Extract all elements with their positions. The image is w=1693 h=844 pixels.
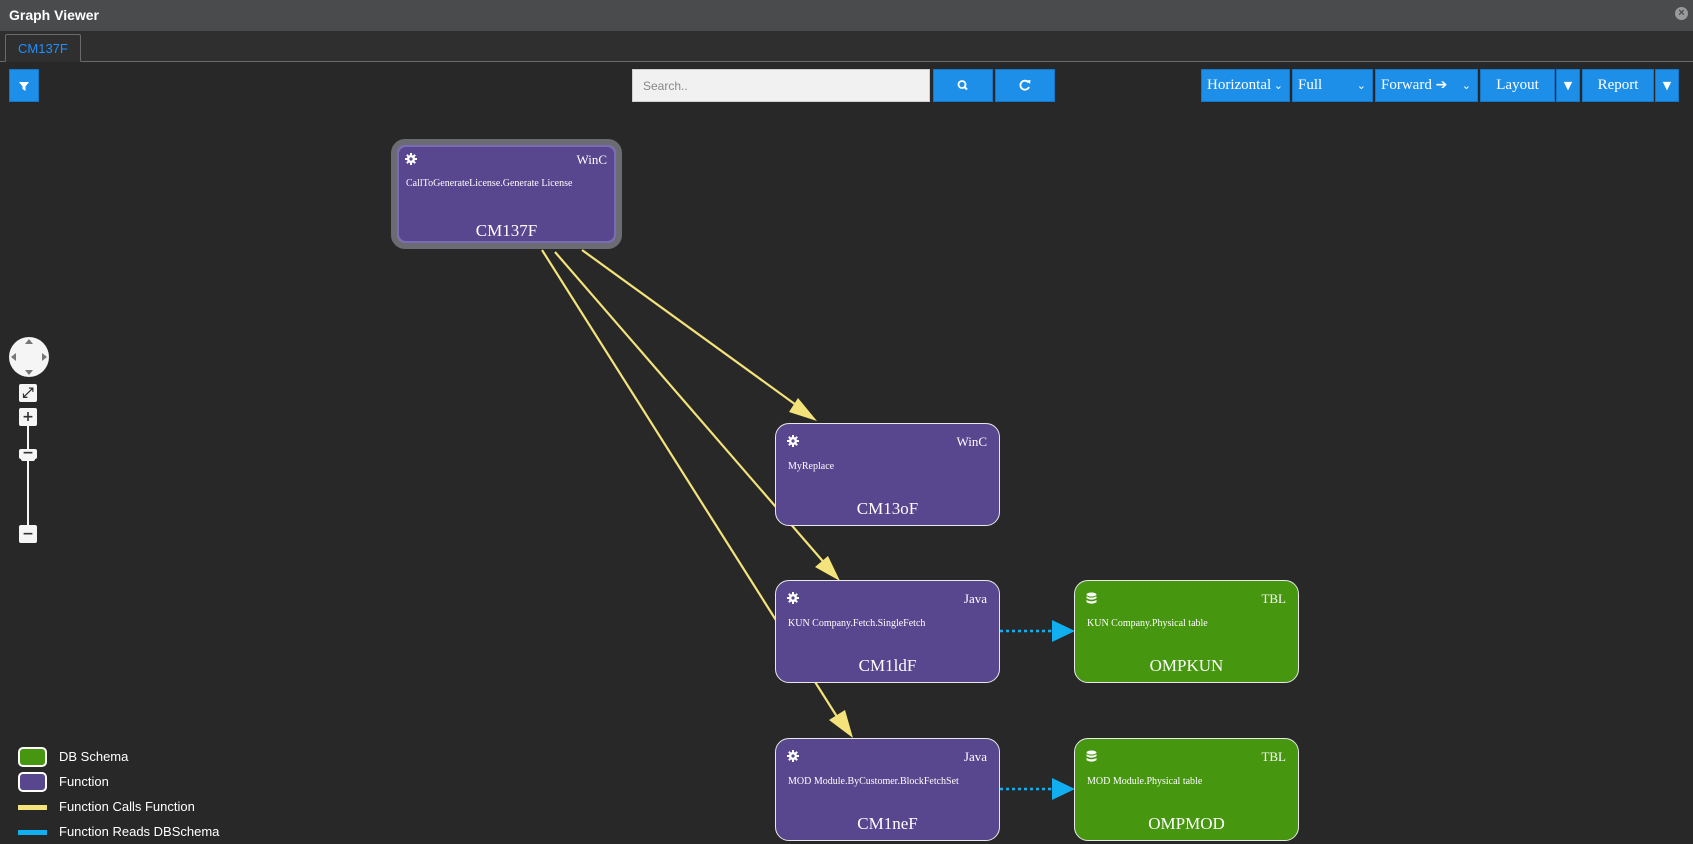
database-icon [1086,592,1097,604]
node-id: CM13oF [856,499,919,518]
filter-button[interactable] [9,69,39,102]
node-label: CallToGenerateLicense.Generate License [406,178,573,189]
node-id: CM137F [475,221,538,240]
node-type: Java [963,749,987,764]
legend-line-reads [18,830,47,835]
close-icon[interactable]: × [1675,7,1688,20]
node-id: OMPKUN [1149,656,1224,675]
search-button[interactable] [933,69,993,102]
node-label: KUN Company.Fetch.SingleFetch [788,618,926,629]
depth-value: Full [1298,77,1323,93]
window-title: Graph Viewer [9,7,100,23]
depth-dropdown[interactable]: Full ⌄ [1292,69,1373,102]
filter-icon [19,82,29,91]
direction-dropdown[interactable]: Forward ➔ ⌄ [1375,69,1478,102]
graph-node-ompkun[interactable]: TBL KUN Company.Physical table OMPKUN [1074,580,1299,683]
node-type: WinC [956,434,987,449]
legend-line-calls [18,805,47,810]
layout-button[interactable]: Layout [1480,69,1555,102]
gear-icon [787,592,799,604]
search-icon [957,80,968,91]
arrow-right-icon: ➔ [1435,77,1448,93]
node-id: CM1ldF [858,656,917,675]
pan-navigator-icon[interactable] [8,336,50,378]
legend-swatch-db-schema [18,747,47,767]
orientation-value: Horizontal [1207,77,1272,93]
title-bar: Graph Viewer × [0,0,1693,31]
legend-swatch-function [18,772,47,792]
direction-value: Forward [1381,77,1432,93]
node-label: MOD Module.Physical table [1087,776,1203,787]
gear-icon [787,435,799,447]
zoom-slider-thumb[interactable] [21,456,35,461]
tab-cm137f[interactable]: CM137F [5,34,81,62]
legend-label: Function Calls Function [59,799,195,814]
graph-node-cm137f[interactable]: WinC CallToGenerateLicense.Generate Lice… [391,139,622,249]
search-input[interactable] [632,69,930,102]
fit-screen-icon[interactable]: ⤢ [19,384,37,402]
layout-caret-button[interactable]: ▼ [1556,69,1580,102]
report-caret-button[interactable]: ▼ [1655,69,1679,102]
minus-icon[interactable]: − [19,525,37,543]
node-id: OMPMOD [1148,814,1225,833]
node-label: KUN Company.Physical table [1087,618,1208,629]
gear-icon [405,153,417,165]
chevron-down-icon: ⌄ [1356,79,1366,92]
node-label: MyReplace [788,461,835,472]
refresh-button[interactable] [995,69,1055,102]
node-type: Java [963,591,987,606]
gear-icon [787,750,799,762]
orientation-dropdown[interactable]: Horizontal ⌄ [1201,69,1290,102]
node-id: CM1neF [857,814,918,833]
graph-node-ompmod[interactable]: TBL MOD Module.Physical table OMPMOD [1074,738,1299,841]
zoom-slider-track[interactable] [27,425,29,529]
tab-bar: CM137F [0,31,1693,62]
node-type: TBL [1261,591,1286,606]
node-label: MOD Module.ByCustomer.BlockFetchSet [788,776,959,787]
legend-label: Function Reads DBSchema [59,824,220,839]
chevron-down-icon: ⌄ [1273,79,1283,92]
graph-node-cm1ldf[interactable]: Java KUN Company.Fetch.SingleFetch CM1ld… [775,580,1000,683]
node-type: TBL [1261,749,1286,764]
plus-icon[interactable]: + [19,408,37,426]
database-icon [1086,750,1097,762]
zoom-level-handle[interactable]: − [19,446,37,460]
chevron-down-icon: ⌄ [1461,79,1471,92]
report-button[interactable]: Report [1582,69,1654,102]
legend-label: Function [59,774,109,789]
graph-node-cm13of[interactable]: WinC MyReplace CM13oF [775,423,1000,526]
refresh-icon [1019,79,1031,91]
node-type: WinC [576,152,607,167]
legend-label: DB Schema [59,749,129,764]
graph-node-cm1nef[interactable]: Java MOD Module.ByCustomer.BlockFetchSet… [775,738,1000,841]
